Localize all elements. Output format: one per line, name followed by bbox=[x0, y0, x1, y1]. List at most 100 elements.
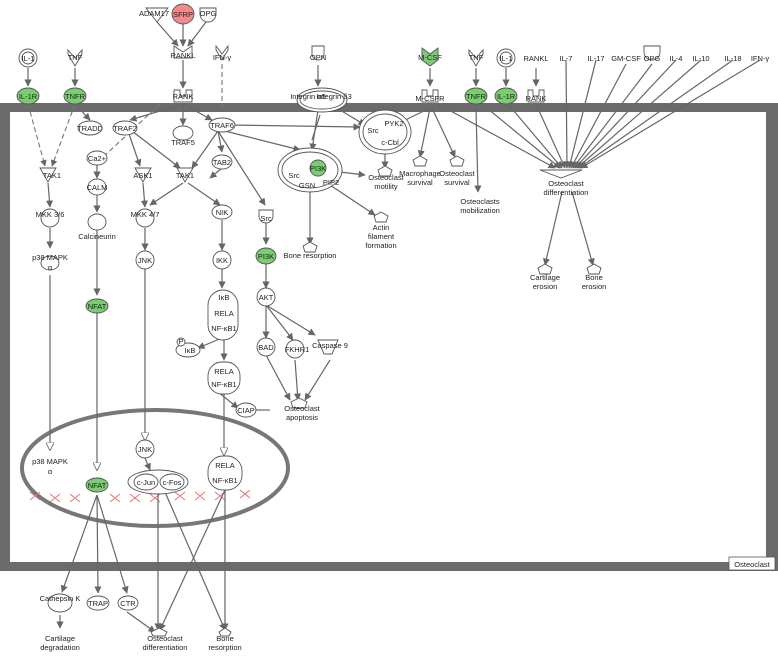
svg-text:motility: motility bbox=[374, 182, 398, 191]
svg-text:CTR: CTR bbox=[120, 599, 136, 608]
node-pi3k-complex[interactable]: Src PI3K GSN PIP2 bbox=[277, 147, 343, 193]
svg-text:OPN: OPN bbox=[310, 53, 326, 62]
node-integrin[interactable]: Integrin α5 Integrin β3 bbox=[290, 87, 352, 113]
node-calm[interactable]: CALM bbox=[87, 178, 108, 196]
node-tab2[interactable]: TAB2 bbox=[211, 154, 233, 170]
node-rank2[interactable]: RANK bbox=[526, 89, 547, 103]
node-tak1b[interactable]: TAK1 bbox=[176, 167, 194, 183]
node-trap[interactable]: TRAP bbox=[86, 595, 110, 611]
node-il4[interactable]: IL-4 bbox=[670, 54, 683, 63]
node-sfrp[interactable]: SFRP bbox=[171, 3, 195, 25]
node-tnf2[interactable]: TNF bbox=[468, 48, 484, 67]
node-pyk2-complex[interactable]: Src PYK2 c-Cbl bbox=[358, 109, 412, 155]
node-tnf1[interactable]: TNF bbox=[67, 48, 83, 67]
node-rankl-top[interactable]: RANKL bbox=[170, 45, 196, 60]
node-il1r[interactable]: IL-1R bbox=[16, 87, 40, 105]
svg-text:Osteoclasts: Osteoclasts bbox=[460, 197, 499, 206]
node-ciap[interactable]: CIAP bbox=[235, 402, 257, 418]
node-traf5[interactable]: TRAF5 bbox=[171, 125, 195, 147]
node-il1[interactable]: IL-1 bbox=[18, 48, 38, 68]
node-nfat1[interactable]: NFAT bbox=[85, 298, 109, 314]
node-ca2[interactable]: Ca2+ bbox=[86, 150, 108, 166]
node-il1b[interactable]: IL-1 bbox=[496, 48, 516, 68]
node-ikb-complex[interactable]: IκB RELA NF-κB1 bbox=[207, 289, 239, 341]
node-calcineurin[interactable]: Calcineurin bbox=[78, 213, 116, 241]
node-nik[interactable]: NIK bbox=[211, 204, 233, 220]
node-cathepsin[interactable]: Cathepsin K bbox=[40, 593, 81, 613]
node-ifng2[interactable]: IFN-γ bbox=[751, 54, 770, 63]
node-rela-nuc[interactable]: RELA NF-κB1 bbox=[207, 455, 243, 491]
node-il7[interactable]: IL-7 bbox=[560, 54, 573, 63]
svg-text:JNK: JNK bbox=[138, 445, 152, 454]
node-il18[interactable]: IL-18 bbox=[724, 54, 741, 63]
svg-text:TAK1: TAK1 bbox=[43, 171, 61, 180]
svg-text:RELA: RELA bbox=[215, 461, 235, 470]
svg-text:NF-κB1: NF-κB1 bbox=[212, 476, 237, 485]
node-traf2[interactable]: TRAF2 bbox=[112, 120, 138, 136]
svg-text:RANKL: RANKL bbox=[170, 51, 195, 60]
node-gmcsf[interactable]: GM-CSF bbox=[611, 54, 641, 63]
svg-text:JNK: JNK bbox=[138, 256, 152, 265]
node-casp9[interactable]: Caspase 9 bbox=[312, 339, 348, 355]
node-traf6[interactable]: TRAF6 bbox=[208, 117, 236, 133]
node-il1r2[interactable]: IL-1R bbox=[494, 87, 518, 105]
svg-text:Bone: Bone bbox=[585, 273, 603, 282]
node-rank-top[interactable]: RANK bbox=[173, 89, 194, 103]
svg-text:TRAF6: TRAF6 bbox=[210, 121, 234, 130]
node-pi3k2[interactable]: PI3K bbox=[255, 247, 277, 265]
node-ctr[interactable]: CTR bbox=[117, 595, 139, 611]
node-akt[interactable]: AKT bbox=[256, 287, 276, 307]
node-ifng1[interactable]: IFN-γ bbox=[213, 44, 232, 62]
svg-text:PYK2: PYK2 bbox=[384, 119, 403, 128]
node-rela-cyto[interactable]: RELA NF-κB1 bbox=[207, 361, 241, 395]
svg-text:Caspase 9: Caspase 9 bbox=[312, 341, 348, 350]
node-mkk47[interactable]: MKK 4/7 bbox=[131, 208, 160, 228]
node-il17[interactable]: IL-17 bbox=[587, 54, 604, 63]
svg-text:Src: Src bbox=[367, 126, 379, 135]
svg-text:differentiation: differentiation bbox=[143, 643, 188, 652]
svg-text:IL-1: IL-1 bbox=[22, 54, 35, 63]
node-mcsf[interactable]: M-CSF bbox=[418, 47, 442, 67]
node-opn[interactable]: OPN bbox=[310, 45, 326, 62]
svg-text:Osteoclast: Osteoclast bbox=[147, 634, 183, 643]
node-ikk[interactable]: IKK bbox=[212, 250, 232, 270]
node-tnfr1[interactable]: TNFR bbox=[63, 87, 87, 105]
node-rankl2[interactable]: RANKL bbox=[523, 54, 548, 63]
svg-text:Cartilage: Cartilage bbox=[530, 273, 560, 282]
node-ask1[interactable]: ASK1 bbox=[133, 167, 153, 183]
node-tradd[interactable]: TRADD bbox=[77, 120, 103, 136]
node-opg2[interactable]: OPG bbox=[643, 45, 661, 63]
node-mcsfr[interactable]: M-CSFR bbox=[415, 89, 445, 103]
node-nfat2[interactable]: NFAT bbox=[85, 477, 109, 493]
node-tak1a[interactable]: TAK1 bbox=[39, 167, 61, 183]
node-src3[interactable]: Src bbox=[258, 209, 274, 224]
svg-text:TRAP: TRAP bbox=[88, 599, 108, 608]
node-mkk36[interactable]: MKK 3/6 bbox=[36, 208, 65, 228]
node-il10[interactable]: IL-10 bbox=[692, 54, 709, 63]
svg-text:TRADD: TRADD bbox=[77, 124, 103, 133]
node-bad[interactable]: BAD bbox=[256, 337, 276, 357]
node-jnk1[interactable]: JNK bbox=[135, 250, 155, 270]
node-tnfr2[interactable]: TNFR bbox=[464, 87, 488, 105]
outcome-bone-resorption-1[interactable]: Bone resorption bbox=[284, 241, 337, 260]
node-ap1-complex[interactable]: c-Jun c-Fos bbox=[127, 469, 189, 495]
node-jnk2[interactable]: JNK bbox=[135, 439, 155, 459]
node-adam17[interactable]: ADAM17 bbox=[139, 7, 169, 23]
node-fkhr[interactable]: FKHR1 bbox=[285, 339, 310, 359]
node-opg-top[interactable]: OPG bbox=[199, 7, 217, 23]
